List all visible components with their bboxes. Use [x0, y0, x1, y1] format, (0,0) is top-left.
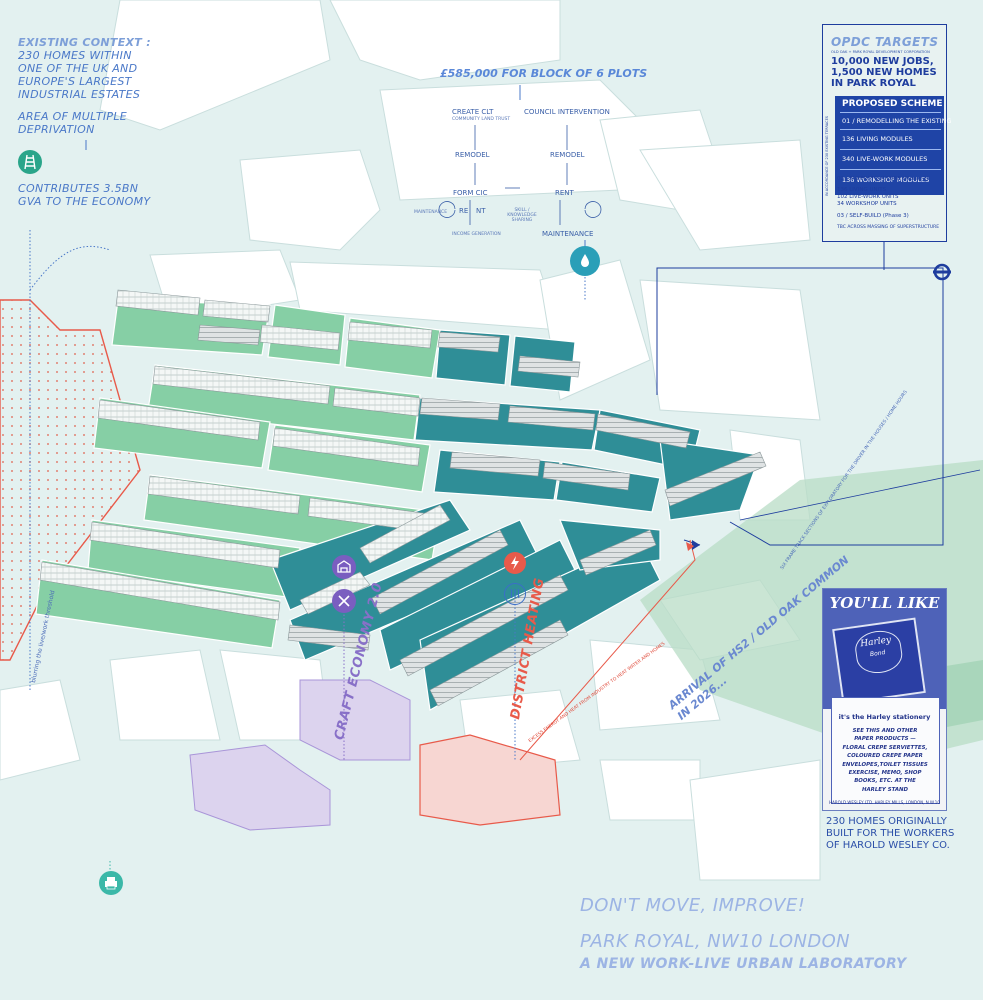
- lightning-icon: [504, 552, 526, 574]
- tbc-note: TBC ACROSS MASSING OF SUPERSTRUCTURE: [837, 225, 940, 230]
- slogan-line-2: PARK ROYAL, NW10 LONDON: [580, 931, 851, 952]
- tools-icon: [332, 589, 356, 613]
- scheme-title: PROPOSED SCHEME: [842, 99, 943, 109]
- targets-title: OPDC TARGETS: [831, 35, 939, 49]
- workshop-icon: [332, 555, 356, 579]
- slogan-line-1: DON'T MOVE, IMPROVE!: [580, 895, 806, 916]
- heat-icon: [504, 583, 526, 605]
- targets-subtitle: OLD OAK + PARK ROYAL DEVELOPMENT CORPORA…: [831, 50, 930, 54]
- slogan-line-3: A NEW WORK-LIVE URBAN LABORATORY: [580, 956, 907, 972]
- module-live-work: 340 LIVE-WORK MODULES: [842, 155, 928, 163]
- poster-footer: HAROLD WESLEY LTD. HARLEY MILLS, LONDON,…: [829, 800, 940, 805]
- craft-block: [189, 744, 331, 831]
- unit-live-work: 102 LIVE-WORK UNITS: [837, 194, 899, 200]
- stationery-pad: Harley Bond: [832, 617, 926, 705]
- side-label: IN ACCORDANCE OF 230 EXISTING TERRACES: [825, 115, 829, 196]
- district-heating-building: [419, 734, 561, 826]
- deprivation-line-1: AREA OF MULTIPLE: [18, 110, 128, 123]
- caption-line-3: OF HAROLD WESLEY CO.: [826, 840, 950, 851]
- module-living: 136 LIVING MODULES: [842, 135, 913, 143]
- targets-headline-2: 1,500 NEW HOMES: [831, 67, 937, 78]
- caption-line-2: BUILT FOR THE WORKERS: [826, 828, 955, 839]
- water-drop-icon: [570, 246, 600, 276]
- craft-workshop-building: [299, 679, 411, 761]
- cycle-nt: NT: [476, 207, 486, 215]
- clt-sub: COMMUNITY LAND TRUST: [452, 117, 511, 122]
- terrace-houses: [39, 289, 451, 621]
- rent-label: RENT: [555, 189, 574, 197]
- estate-boundary: [0, 299, 141, 661]
- context-line-4: INDUSTRIAL ESTATES: [18, 88, 141, 101]
- phase-2: 02 / SUPERSTRUCTURE (Phase 2): [837, 176, 929, 182]
- maintenance-small: MAINTENANCE: [414, 210, 448, 215]
- opdc-targets-panel: OPDC TARGETS OLD OAK + PARK ROYAL DEVELO…: [822, 24, 952, 242]
- module-workshop: 136 WORKSHOP MODULES: [842, 176, 930, 184]
- council-intervention: COUNCIL INTERVENTION: [524, 108, 610, 116]
- cycle-re: RE: [459, 207, 469, 215]
- underground-icon: [932, 262, 952, 282]
- targets-headline-3: IN PARK ROYAL: [831, 78, 916, 89]
- proposed-scheme-box: PROPOSED SCHEME 01 / REMODELLING THE EXI…: [835, 96, 952, 195]
- poster-line1: it's the Harley stationery: [838, 713, 931, 721]
- caption-line-1: 230 HOMES ORIGINALLY: [826, 816, 947, 827]
- grey-terraces: [197, 324, 767, 707]
- targets-headline-1: 10,000 NEW JOBS,: [831, 56, 934, 67]
- unit-workshop: 34 WORKSHOP UNITS: [837, 201, 897, 207]
- harley-stationery-poster: YOU'LL LIKE ... Harley Bond it's the Har…: [822, 588, 947, 811]
- context-heading: EXISTING CONTEXT :: [18, 36, 151, 49]
- phase-3: 03 / SELF-BUILD (Phase 3): [837, 213, 909, 219]
- gva-line-1: CONTRIBUTES 3.5BN: [18, 182, 139, 195]
- ladder-icon: [18, 150, 42, 174]
- maintenance: MAINTENANCE: [542, 230, 594, 238]
- remodel-right: REMODEL: [550, 151, 585, 159]
- skill-sharing: SKILL / KNOWLEDGE SHARING: [507, 208, 537, 223]
- gva-line-2: GVA TO THE ECONOMY: [18, 195, 151, 208]
- context-line-1: 230 HOMES WITHIN: [18, 49, 132, 62]
- deprivation-line-2: DEPRIVATION: [18, 123, 95, 136]
- form-cic: FORM CIC: [453, 189, 488, 197]
- context-line-2: ONE OF THE UK AND: [18, 62, 138, 75]
- remodel-left: REMODEL: [455, 151, 490, 159]
- create-clt: CREATE CLT: [452, 108, 494, 116]
- income-generation: INCOME GENERATION: [452, 232, 501, 237]
- unit-living: 136 LIVING UNITS: [837, 187, 887, 193]
- context-line-3: EUROPE'S LARGEST: [18, 75, 132, 88]
- price-heading: £585,000 FOR BLOCK OF 6 PLOTS: [440, 67, 648, 80]
- phase-1: 01 / REMODELLING THE EXISTING: [842, 117, 952, 125]
- printer-icon: [99, 871, 123, 895]
